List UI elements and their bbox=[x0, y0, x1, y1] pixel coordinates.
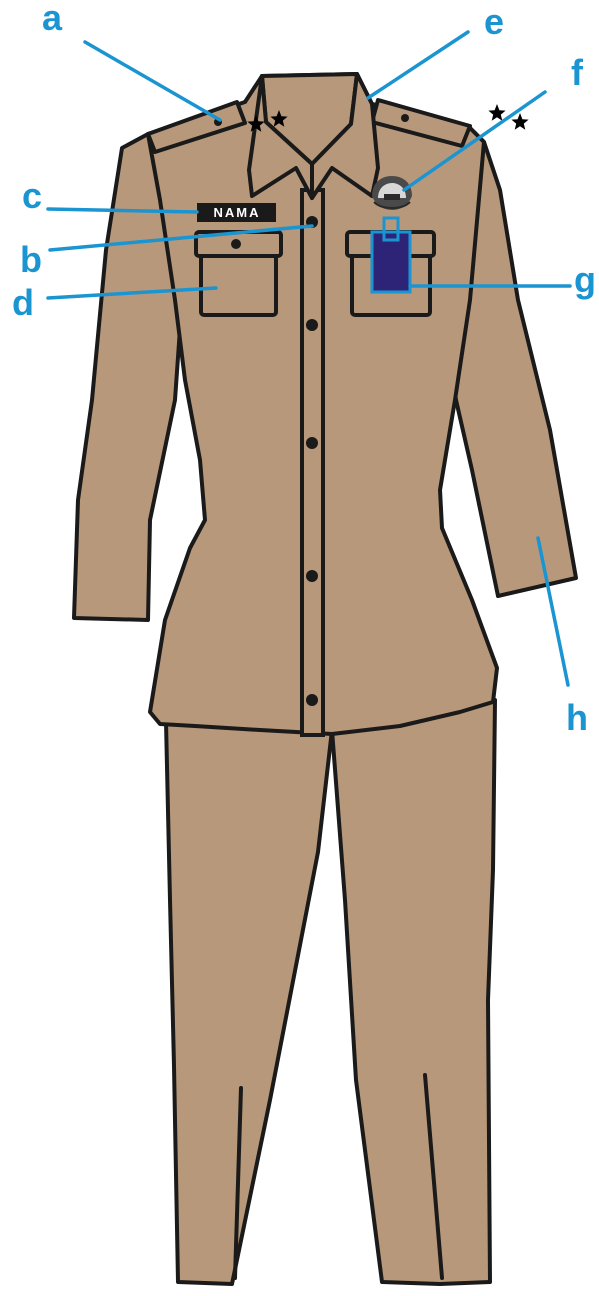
label-e: e bbox=[484, 1, 504, 42]
label-h: h bbox=[566, 697, 588, 738]
label-d: d bbox=[12, 282, 34, 323]
button bbox=[306, 319, 318, 331]
trouser-right-leg bbox=[332, 700, 495, 1284]
star-icon bbox=[488, 104, 505, 121]
trouser-left-leg bbox=[166, 722, 332, 1284]
callout-line-a bbox=[85, 42, 220, 120]
button bbox=[306, 437, 318, 449]
name-tag-text: NAMA bbox=[214, 205, 261, 220]
button bbox=[306, 694, 318, 706]
label-a: a bbox=[42, 0, 63, 38]
label-c: c bbox=[22, 175, 42, 216]
placket bbox=[302, 190, 323, 735]
label-g: g bbox=[574, 259, 596, 300]
pocket-button-left bbox=[231, 239, 241, 249]
emblem-icon bbox=[372, 176, 412, 210]
label-f: f bbox=[571, 52, 584, 93]
callout-line-e bbox=[368, 32, 468, 98]
label-b: b bbox=[20, 239, 42, 280]
button bbox=[306, 570, 318, 582]
trousers bbox=[166, 700, 495, 1284]
epaulette-button-right bbox=[401, 114, 409, 122]
